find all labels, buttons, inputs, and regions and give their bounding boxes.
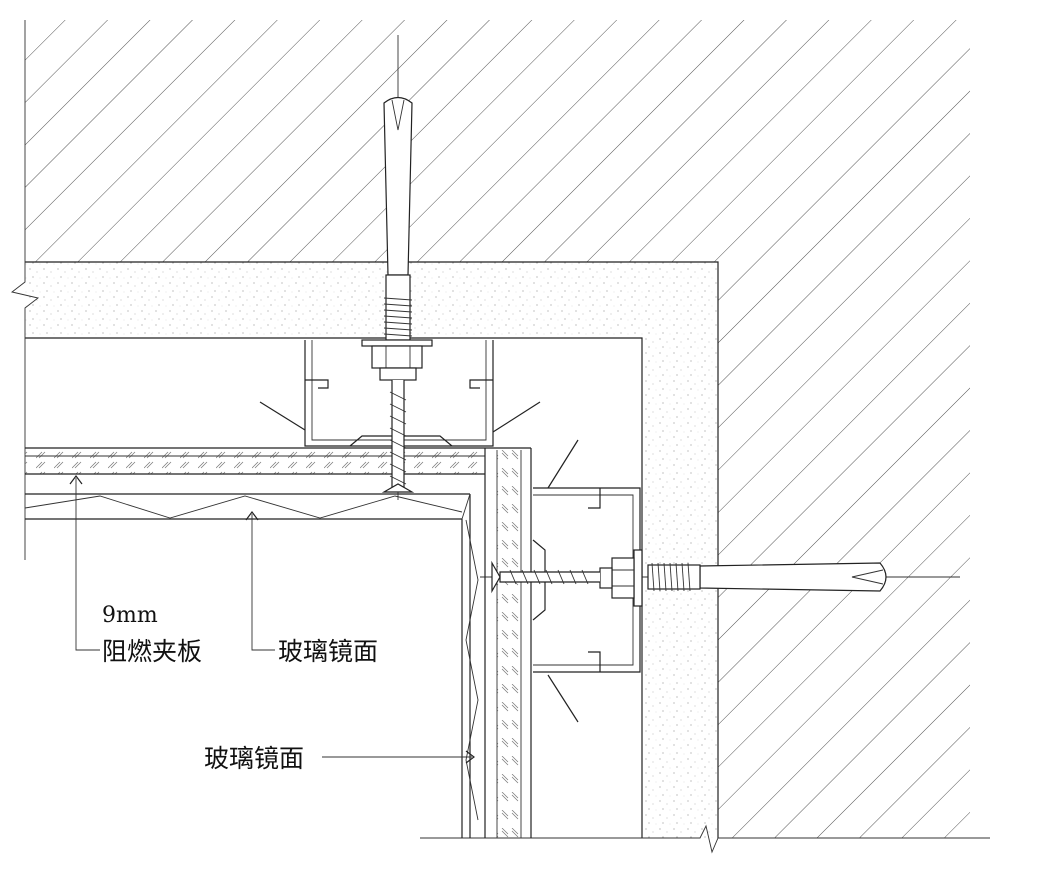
plaster-layer: [25, 261, 719, 838]
ceiling-expansion-bolt: [361, 96, 433, 493]
wall-expansion-bolt: [491, 549, 887, 607]
concrete-structure: [25, 20, 970, 838]
glass-side-label: 玻璃镜面: [204, 744, 304, 773]
wall-plywood-layer: [461, 493, 479, 838]
leader-glass-side: [322, 750, 475, 764]
leader-plywood: [69, 475, 100, 651]
break-lines: [10, 20, 990, 854]
ceiling-plywood-layer: [24, 493, 470, 520]
wall-glass-layer: [484, 447, 532, 838]
thickness-label: 9mm: [102, 603, 158, 628]
ceiling-glass-layer: [25, 447, 485, 475]
glass-top-label: 玻璃镜面: [278, 637, 378, 666]
leader-glass-top: [245, 511, 275, 651]
board-label: 阻燃夹板: [102, 637, 202, 666]
